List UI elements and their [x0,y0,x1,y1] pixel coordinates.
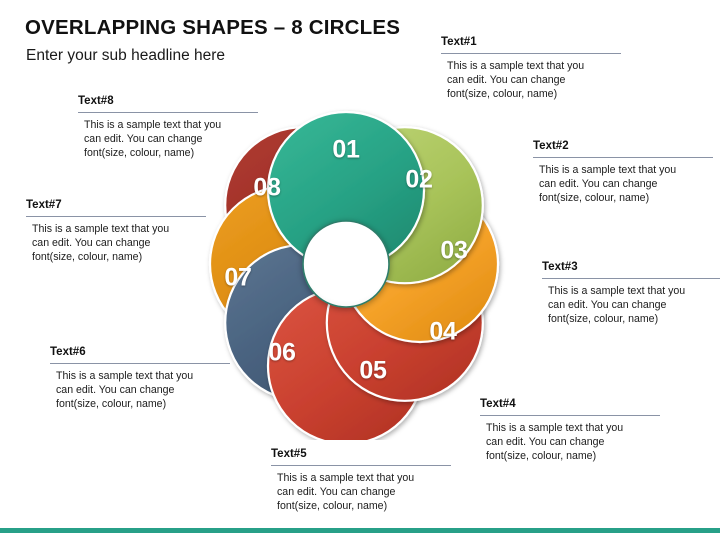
callout-rule-1 [441,52,621,54]
callout-title-2: Text#2 [533,140,569,152]
callout-rule-6 [50,362,230,364]
callout-rule-2 [533,156,713,158]
callout-body-8: This is a sample text that you can edit.… [78,118,258,160]
callout-body-1-line2: can edit. You can change [447,73,566,86]
callout-body-6: This is a sample text that you can edit.… [50,369,230,411]
callout-rule-7 [26,215,206,217]
callout-text-4[interactable]: Text#4 This is a sample text that you ca… [480,398,660,463]
callout-title-4: Text#4 [480,398,516,410]
callout-body-5-line1: This is a sample text that you [277,471,415,484]
callout-body-6-line2: can edit. You can change [56,383,175,396]
callout-body-2: This is a sample text that you can edit.… [533,163,713,205]
callout-text-3[interactable]: Text#3 This is a sample text that you ca… [542,261,720,326]
callout-body-2-line1: This is a sample text that you [539,163,677,176]
callout-text-5[interactable]: Text#5 This is a sample text that you ca… [271,448,451,513]
center-hub[interactable] [302,220,390,308]
callout-body-3: This is a sample text that you can edit.… [542,284,720,326]
callout-title-6: Text#6 [50,346,86,358]
callout-body-2-line2: can edit. You can change [539,177,658,190]
callout-text-1[interactable]: Text#1 This is a sample text that you ca… [441,36,621,101]
callout-body-3-line1: This is a sample text that you [548,284,686,297]
callout-body-5-line2: can edit. You can change [277,485,396,498]
callout-text-7[interactable]: Text#7 This is a sample text that you ca… [26,199,206,264]
callout-title-5: Text#5 [271,448,307,460]
callout-body-2-line3: font(size, colour, name) [539,191,650,204]
callout-text-6[interactable]: Text#6 This is a sample text that you ca… [50,346,230,411]
callout-body-5-line3: font(size, colour, name) [277,499,388,512]
callout-rule-3 [542,277,720,279]
callout-body-4-line1: This is a sample text that you [486,421,624,434]
callout-body-1-line1: This is a sample text that you [447,59,585,72]
callout-body-3-line3: font(size, colour, name) [548,312,659,325]
callout-title-3: Text#3 [542,261,578,273]
callout-body-8-line2: can edit. You can change [84,132,203,145]
callout-body-4-line2: can edit. You can change [486,435,605,448]
callout-rule-8 [78,111,258,113]
callout-body-4-line3: font(size, colour, name) [486,449,597,462]
callout-body-4: This is a sample text that you can edit.… [480,421,660,463]
callout-body-7-line3: font(size, colour, name) [32,250,143,263]
callout-rule-5 [271,464,451,466]
callout-body-1: This is a sample text that you can edit.… [441,59,621,101]
page-subtitle: Enter your sub headline here [26,47,226,64]
callout-title-8: Text#8 [78,95,114,107]
callout-title-7: Text#7 [26,199,62,211]
callout-body-7: This is a sample text that you can edit.… [26,222,206,264]
bottom-accent-bar [0,528,720,533]
callout-body-8-line3: font(size, colour, name) [84,146,195,159]
callout-text-2[interactable]: Text#2 This is a sample text that you ca… [533,140,713,205]
callout-body-3-line2: can edit. You can change [548,298,667,311]
callout-text-8[interactable]: Text#8 This is a sample text that you ca… [78,95,258,160]
pinwheel-diagram: 01 02 03 04 05 06 07 08 [170,88,510,440]
callout-title-1: Text#1 [441,36,477,48]
callout-body-6-line3: font(size, colour, name) [56,397,167,410]
pinwheel-svg [208,110,500,440]
callout-body-1-line3: font(size, colour, name) [447,87,558,100]
page-title: OVERLAPPING SHAPES – 8 CIRCLES [25,16,401,39]
callout-body-7-line2: can edit. You can change [32,236,151,249]
callout-body-6-line1: This is a sample text that you [56,369,194,382]
callout-body-5: This is a sample text that you can edit.… [271,471,451,513]
callout-body-8-line1: This is a sample text that you [84,118,222,131]
callout-body-7-line1: This is a sample text that you [32,222,170,235]
callout-rule-4 [480,414,660,416]
